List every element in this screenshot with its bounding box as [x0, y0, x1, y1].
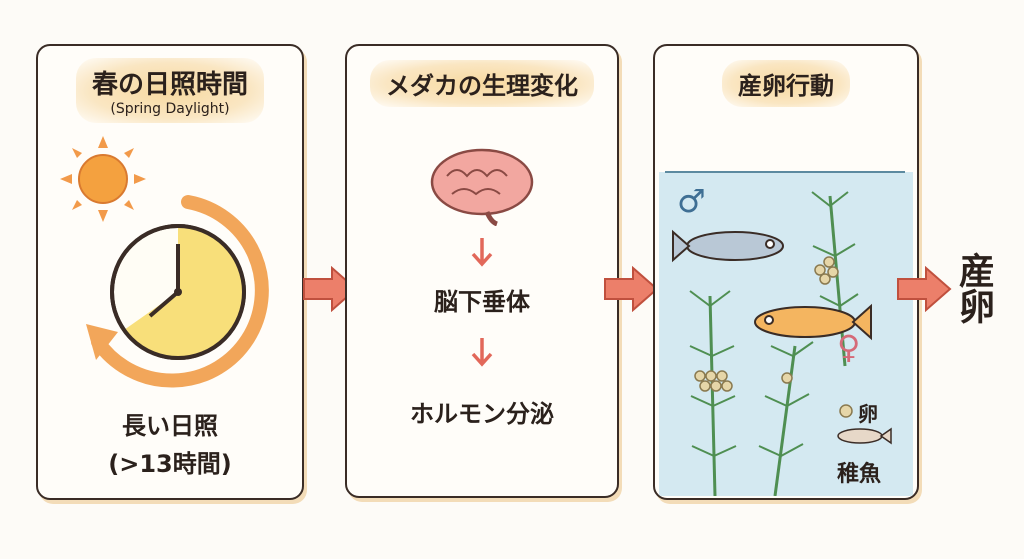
- step-hormone-secretion: ホルモン分泌: [410, 400, 554, 428]
- aquarium-illustration: [659, 171, 913, 496]
- flow-arrow-icon: [897, 266, 952, 312]
- water-plant: [689, 191, 859, 496]
- result-spawning: 産卵: [953, 252, 994, 324]
- panel-spawning-behavior: 産卵行動 ♂ ♀ 卵 稚魚: [653, 44, 919, 500]
- panel-title: 産卵行動: [722, 60, 850, 107]
- panel-subtitle: (Spring Daylight): [110, 101, 230, 117]
- panel-title: メダカの生理変化: [370, 60, 594, 107]
- legend-fry-label: 稚魚: [837, 462, 882, 487]
- egg-legend-icon: [839, 404, 853, 418]
- panel-title: 春の日照時間: [91, 70, 248, 100]
- panel-physiology: メダカの生理変化 脳下垂体 ホルモン分泌: [345, 44, 619, 498]
- caption-long-daylight: 長い日照: [122, 412, 218, 440]
- flow-arrow-icon: [303, 266, 358, 312]
- caption-hours: (>13時間): [108, 450, 232, 478]
- female-symbol: ♀: [837, 328, 861, 366]
- male-fish-icon: [672, 229, 784, 263]
- legend-egg-label: 卵: [858, 402, 878, 426]
- male-symbol: ♂: [677, 182, 706, 220]
- brain-icon: [430, 148, 534, 226]
- egg-cluster: [694, 256, 839, 392]
- female-fish-icon: [754, 303, 872, 341]
- down-arrow-icon: [471, 338, 493, 367]
- fry-fish-icon: [837, 427, 892, 445]
- sun-icon: [60, 136, 146, 222]
- clock-icon: [86, 195, 269, 388]
- flow-arrow-icon: [604, 266, 659, 312]
- down-arrow-icon: [471, 238, 493, 267]
- panel-spring-daylight: 春の日照時間 (Spring Daylight) 長い日照 (>13時間): [36, 44, 304, 500]
- step-pituitary: 脳下垂体: [434, 288, 530, 316]
- panel-title-highlight: 春の日照時間 (Spring Daylight): [75, 58, 264, 123]
